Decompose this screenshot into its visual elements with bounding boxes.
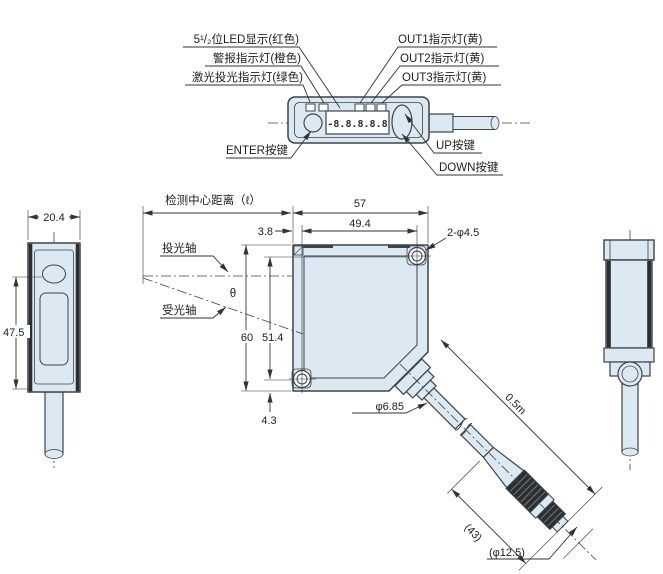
dim-line-connector-length [451, 488, 527, 564]
right-view-gland-inner [621, 365, 639, 383]
out3-indicator-led [376, 103, 387, 112]
left-view-lens [42, 264, 66, 284]
dim-front-offset: 3.8 [258, 226, 273, 238]
dim-cable-length: 0.5m [502, 391, 528, 417]
label-emit-axis: 投光轴 [162, 241, 197, 255]
out2-indicator-led [365, 103, 376, 112]
right-side-view [603, 230, 655, 470]
enter-button [303, 113, 323, 133]
label-up-key: UP按键 [436, 138, 475, 152]
ext-connector-end [518, 486, 603, 571]
leader-mount-holes [425, 237, 447, 251]
label-beam-angle: θ [230, 288, 236, 300]
left-view-edge-right [75, 243, 80, 392]
leader-connector-diameter [487, 526, 578, 560]
ext-connector-start [447, 460, 481, 494]
top-view: -8.8.8.8.8 5¹/₂位LED显示(红色) 警报指示灯(橙色) 激光投光… [183, 32, 530, 176]
dim-lv-width: 20.4 [43, 212, 64, 224]
dim-hole-bottom: 4.3 [261, 415, 276, 427]
right-view-mount-step [603, 347, 655, 363]
dim-lv-height: 47.5 [3, 327, 24, 339]
leader-emit-axis [160, 255, 229, 273]
left-view-body [27, 242, 81, 393]
cable-stub [428, 113, 454, 133]
alarm-indicator-led [318, 103, 329, 112]
laser-indicator-led [305, 103, 316, 112]
right-view-cable [621, 383, 639, 453]
mounting-hole-bottom-left [289, 365, 316, 393]
device-face-top [294, 102, 423, 138]
label-out2-indicator: OUT2指示灯(黄) [400, 51, 484, 65]
label-enter-key: ENTER按键 [226, 143, 288, 157]
right-view-gland [617, 361, 643, 387]
dim-lv-width-bg [39, 211, 69, 223]
label-out3-indicator: OUT3指示灯(黄) [402, 70, 486, 84]
cable-centerline [399, 363, 597, 561]
left-view-cable [44, 391, 64, 455]
dim-mount-holes: 2-φ4.5 [447, 227, 479, 239]
device-body-front [292, 244, 429, 392]
dim-connector-diameter: (φ12.5) [489, 547, 525, 559]
label-receive-axis: 受光轴 [162, 303, 197, 317]
left-view-edge-left [28, 243, 33, 392]
dim-line-cable-length [440, 339, 596, 495]
dim-hole-height-bg [260, 330, 291, 343]
right-view-body [605, 259, 653, 349]
right-view-cable-end [621, 447, 639, 457]
up-down-button [391, 104, 413, 140]
top-view-leaders [183, 46, 503, 176]
led-display [325, 110, 390, 135]
cable-end [490, 116, 500, 130]
label-out1-indicator: OUT1指示灯(黄) [398, 32, 482, 46]
dim-lv-height-bg [2, 325, 30, 338]
dim-width: 57 [354, 198, 366, 210]
out1-indicator-led [354, 103, 365, 112]
dim-hole-span: 49.4 [349, 218, 370, 230]
right-view-edge-right [647, 260, 652, 348]
left-side-view: 20.4 47.5 [2, 210, 81, 468]
label-laser-indicator: 激光投光指示灯(绿色) [192, 70, 303, 84]
leader-receive-axis [160, 306, 227, 319]
dim-connector-length: (43) [462, 522, 484, 544]
ext-connector-dia [563, 528, 594, 559]
top-view-cable [428, 113, 500, 133]
left-view-cable-end [44, 449, 64, 459]
right-view-top-cap [603, 239, 655, 261]
right-view-edge-left [606, 260, 611, 348]
dim-detect-distance-label: 检测中心距离（ℓ） [165, 193, 261, 207]
mounting-hole-top-right [404, 242, 431, 270]
corner-tab [293, 245, 304, 256]
label-alarm-indicator: 警报指示灯(橙色) [213, 51, 301, 65]
front-view-annotations: 检测中心距离（ℓ） 57 3.8 49.4 2-φ4.5 60 51.4 4.3… [142, 193, 578, 560]
dim-height: 60 [241, 332, 253, 344]
device-face-front [303, 255, 418, 379]
dim-cable-diameter: φ6.85 [375, 401, 404, 413]
left-view-window [39, 292, 69, 366]
dim-hole-height: 51.4 [262, 332, 283, 344]
label-led-display: 5¹/₂位LED显示(红色) [194, 32, 300, 46]
front-view [292, 244, 429, 392]
dim-height-bg [235, 330, 259, 343]
left-view-face [34, 249, 74, 385]
label-down-key: DOWN按键 [439, 160, 499, 174]
led-display-value: -8.8.8.8.8 [327, 119, 387, 130]
leader-cable-diameter [352, 402, 428, 414]
cable-run [452, 116, 496, 130]
